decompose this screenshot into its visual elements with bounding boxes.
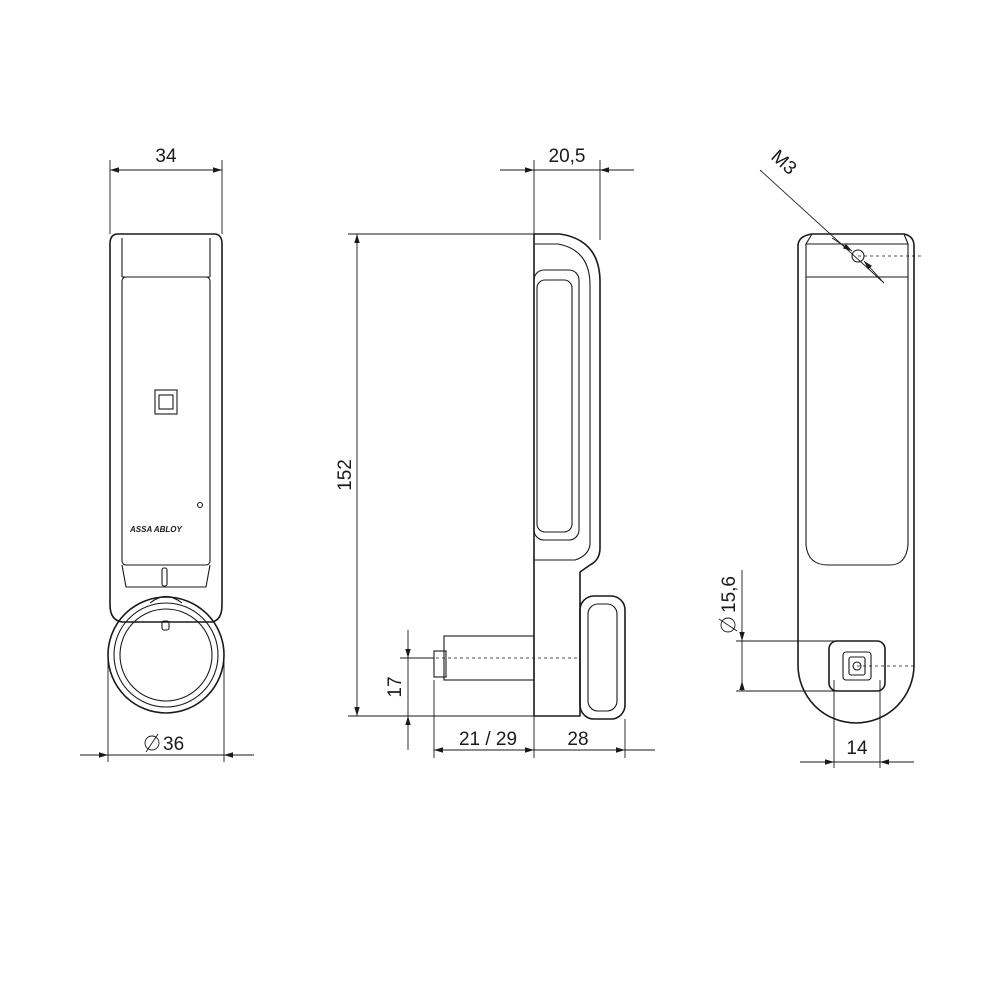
diameter-symbol-icon xyxy=(144,733,160,753)
dim-20-5-label: 20,5 xyxy=(549,146,586,167)
side-knob-inner xyxy=(587,603,618,712)
dim-17-label: 17 xyxy=(385,676,406,697)
spindle-outer xyxy=(828,640,886,692)
rear-inner-frame xyxy=(805,244,909,566)
rear-body-outline xyxy=(797,233,915,724)
side-window-inner xyxy=(536,279,573,533)
dim-36-label: 36 xyxy=(163,734,184,755)
side-knob-outer xyxy=(579,595,626,720)
side-window-outer xyxy=(533,269,580,541)
dim-152-label: 152 xyxy=(335,459,356,491)
led-indicator-icon xyxy=(196,501,204,509)
spindle-center xyxy=(852,661,862,671)
dim-m3-label: M3 xyxy=(767,146,801,179)
side-shaft-tip xyxy=(433,650,447,678)
front-top-cap xyxy=(121,238,211,278)
front-knob-ring xyxy=(113,602,219,708)
rear-view: M3 15,6 14 xyxy=(718,146,922,768)
side-body-outline xyxy=(533,233,601,717)
front-body-outline xyxy=(109,233,223,623)
front-panel xyxy=(121,276,211,566)
diameter-symbol-icon xyxy=(718,617,738,633)
front-knob-inner xyxy=(119,608,213,702)
front-panel-bottom xyxy=(121,564,211,588)
reader-symbol-icon xyxy=(154,389,178,415)
front-slot xyxy=(161,567,168,587)
front-knob-outer xyxy=(107,596,225,714)
dim-34-label: 34 xyxy=(155,146,177,167)
dim-28-label: 28 xyxy=(567,729,588,750)
dim-m3-leader xyxy=(759,169,885,284)
dim-21-29-label: 21 / 29 xyxy=(459,729,517,750)
dim-14-label: 14 xyxy=(846,738,868,759)
brand-logo: ASSA ABLOY xyxy=(129,525,183,534)
front-view: ASSA ABLOY 34 36 xyxy=(80,146,254,762)
dim-15-6-label: 15,6 xyxy=(719,576,740,613)
rear-top-cap xyxy=(805,233,909,245)
lock-icon xyxy=(161,620,170,631)
side-view: 20,5 152 17 21 / 29 28 xyxy=(335,146,655,758)
side-body-inner xyxy=(534,243,591,561)
